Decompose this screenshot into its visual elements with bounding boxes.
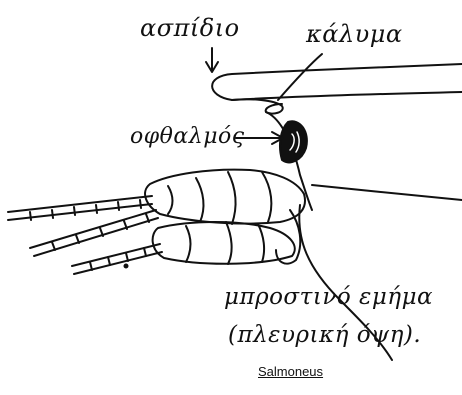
stray-dot bbox=[125, 265, 128, 268]
label-aspidio: ασπίδιο bbox=[140, 14, 240, 42]
dorsal-line bbox=[312, 185, 462, 200]
antennal-flagella bbox=[8, 196, 162, 274]
kalymma-leader bbox=[278, 54, 322, 100]
figure-caption: Salmoneus bbox=[258, 364, 323, 379]
carapace-outline bbox=[212, 64, 462, 100]
label-kalymma: κάλυμα bbox=[306, 20, 403, 48]
label-ofthalmos: οφθαλμός bbox=[130, 124, 245, 149]
antennal-peduncle bbox=[145, 170, 305, 264]
eye bbox=[280, 121, 307, 162]
label-front-line1: μπροστινό εμήμα bbox=[224, 284, 433, 310]
hood-outline bbox=[232, 99, 283, 113]
label-front-line2: (πλευρική όψη). bbox=[228, 322, 421, 348]
